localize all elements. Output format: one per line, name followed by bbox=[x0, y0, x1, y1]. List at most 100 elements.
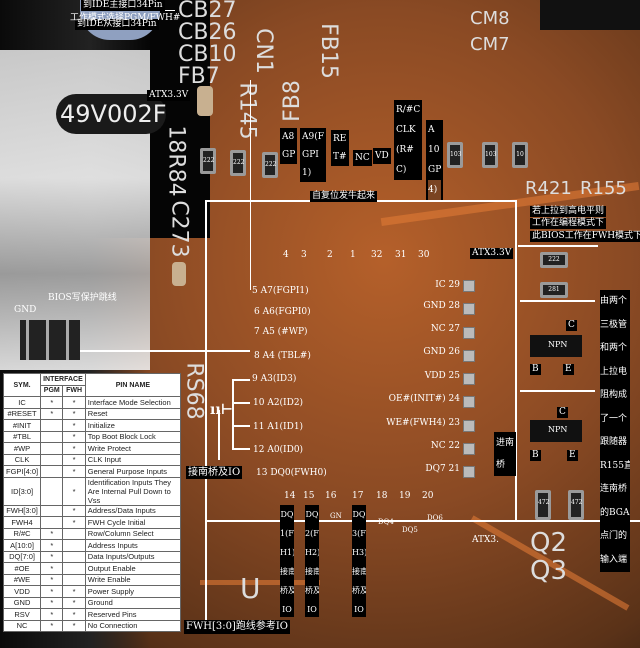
chip-pin-top: 4 bbox=[283, 250, 289, 260]
annotation-line bbox=[518, 245, 598, 247]
cell-pgm: * bbox=[40, 573, 64, 586]
cell-fwh bbox=[62, 573, 86, 586]
cell-name: Write Protect bbox=[84, 442, 182, 455]
silkscreen: 18R84 bbox=[163, 125, 189, 197]
cell-sym: ID[3:0] bbox=[2, 476, 42, 506]
chip-pad bbox=[463, 466, 475, 478]
cell-sym: #RESET bbox=[2, 407, 42, 420]
board-top-right bbox=[540, 0, 640, 30]
cell-sym: #INIT bbox=[2, 419, 42, 432]
cell-pgm bbox=[40, 442, 64, 455]
resistor: 222 bbox=[262, 152, 278, 178]
silkscreen: Q3 bbox=[530, 556, 568, 586]
table-row: #WP*Write Protect bbox=[2, 442, 182, 455]
npn-label: NPN bbox=[548, 425, 568, 434]
table-row: ID[3:0]*Identification Inputs They Are I… bbox=[2, 476, 182, 506]
cell-name: Power Supply bbox=[84, 585, 182, 598]
cell-fwh: * bbox=[62, 596, 86, 609]
annotation-line bbox=[520, 390, 595, 392]
cell-fwh: * bbox=[62, 453, 86, 466]
cell-fwh: * bbox=[62, 516, 86, 529]
cell-name: Write Enable bbox=[84, 573, 182, 586]
jumper-pins bbox=[20, 320, 80, 360]
cell-sym: RSV bbox=[2, 608, 42, 621]
dq3-label: DQ3(FWH3)接南桥及IO bbox=[352, 505, 366, 617]
cell-sym: #TBL bbox=[2, 430, 42, 443]
emitter-label: E bbox=[563, 364, 574, 375]
silkscreen: Q2 bbox=[530, 528, 568, 558]
cell-sym: FGPI[4:0] bbox=[2, 465, 42, 478]
cell-pgm: * bbox=[40, 396, 64, 409]
base-label: B bbox=[530, 364, 541, 375]
chip-pin-bottom: 17 bbox=[352, 491, 364, 501]
bottom-pin-name: GN bbox=[330, 512, 342, 520]
chip-pin-right: WE#(FWH4) 23 bbox=[386, 418, 460, 428]
silkscreen: RS68 bbox=[181, 362, 207, 420]
cell-sym: #WE bbox=[2, 573, 42, 586]
chip-marking: 49V002F bbox=[60, 100, 167, 128]
bottom-pin-name: DQ6 bbox=[427, 514, 443, 522]
cell-pgm: * bbox=[40, 608, 64, 621]
cell-pgm: * bbox=[40, 527, 64, 540]
cell-name: Address Inputs bbox=[84, 539, 182, 552]
chip-pad bbox=[463, 443, 475, 455]
chip-pin-top: 30 bbox=[418, 250, 430, 260]
chip-pin-right: GND 26 bbox=[423, 347, 460, 357]
pullup-note-fwh: 此BIOS工作在FWH模式下 bbox=[530, 231, 640, 242]
table-row: IC**Interface Mode Selection bbox=[2, 396, 182, 409]
cell-fwh bbox=[62, 562, 86, 575]
cell-fwh: * bbox=[62, 465, 86, 478]
label-gnd: GND bbox=[14, 305, 37, 315]
cell-fwh: * bbox=[62, 396, 86, 409]
label-ide-master: 到IDE主接口34Pin bbox=[81, 0, 165, 11]
silkscreen: U bbox=[240, 572, 261, 605]
cell-name: FWH Cycle Initial bbox=[84, 516, 182, 529]
silkscreen: R155 bbox=[580, 178, 627, 199]
pullup-note-2: 工作在编程模式下 bbox=[530, 218, 607, 229]
label-bios-wp: BIOS写保护跳线 bbox=[48, 293, 117, 303]
resistor: 222 bbox=[200, 148, 216, 174]
cell-fwh: * bbox=[62, 430, 86, 443]
table-row: FWH4*FWH Cycle Initial bbox=[2, 516, 182, 529]
bottom-pin-name: DQ5 bbox=[402, 526, 418, 534]
silkscreen: FB8 bbox=[279, 80, 305, 122]
table-row: R/#C*Row/Column Select bbox=[2, 527, 182, 540]
cell-sym: IC bbox=[2, 396, 42, 409]
label-fwh-ref: FWH[3:0]跑线参考IO bbox=[184, 620, 290, 634]
npn-label: NPN bbox=[548, 340, 568, 349]
table-row: #OE*Output Enable bbox=[2, 562, 182, 575]
resistor: 222 bbox=[540, 252, 568, 268]
annotation-line bbox=[520, 300, 595, 302]
emitter-label: E bbox=[567, 450, 578, 461]
chip-pin-top: 1 bbox=[350, 250, 356, 260]
cell-pgm: * bbox=[40, 407, 64, 420]
label-atx-3v3-right: ATX3.3V bbox=[470, 248, 514, 259]
cell-sym: CLK bbox=[2, 453, 42, 466]
table-row: #TBL*Top Boot Block Lock bbox=[2, 430, 182, 443]
silkscreen: CM8 bbox=[470, 8, 510, 29]
cell-fwh: * bbox=[62, 476, 86, 506]
header-pin-name: PIN NAME bbox=[84, 373, 182, 397]
table-row: VDD**Power Supply bbox=[2, 585, 182, 598]
bracket bbox=[232, 448, 250, 450]
silkscreen: R145 bbox=[234, 82, 260, 140]
mode-select-label: 工作模式选择PGM/FWH# bbox=[70, 13, 181, 23]
table-row: CLK*CLK Input bbox=[2, 453, 182, 466]
bottom-pin-name: DQ4 bbox=[378, 518, 394, 526]
cell-name: Row/Column Select bbox=[84, 527, 182, 540]
silkscreen: C273 bbox=[166, 200, 192, 258]
silkscreen: R421 bbox=[525, 178, 572, 199]
cell-name: Initialize bbox=[84, 419, 182, 432]
cell-fwh: * bbox=[62, 619, 86, 632]
chip-pad bbox=[463, 303, 475, 315]
chip-pin-bottom: 18 bbox=[376, 491, 388, 501]
chip-pin-bottom: 14 bbox=[284, 491, 296, 501]
chip-pin-right: NC 22 bbox=[430, 441, 460, 451]
collector-label: C bbox=[557, 407, 568, 418]
label-southbridge-io: 接南桥及IO bbox=[186, 466, 243, 479]
label-ide-slave: 到IDE从接口34Pin bbox=[75, 19, 159, 30]
chip-pin-top: 31 bbox=[395, 250, 407, 260]
cell-pgm: * bbox=[40, 562, 64, 575]
chip-pin-left: 5 A7(FGPI1) bbox=[252, 286, 309, 296]
cell-sym: DQ[7:0] bbox=[2, 550, 42, 563]
